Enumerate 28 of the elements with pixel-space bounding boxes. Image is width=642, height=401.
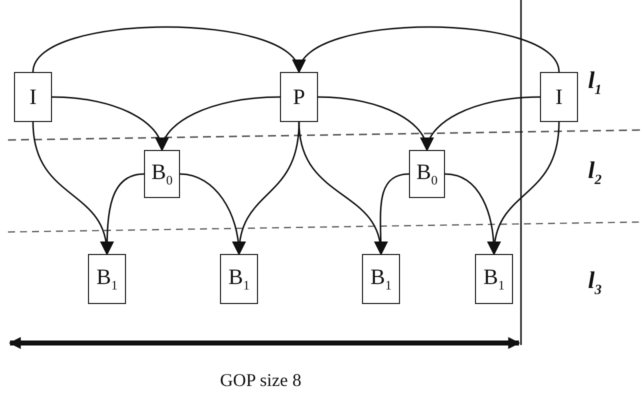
arrow: [156, 96, 280, 152]
arrow: [488, 122, 560, 256]
frame-label: B$_{0}$: [151, 161, 173, 187]
frame-box: [280, 72, 318, 122]
frame-label: B$_{1}$: [96, 266, 118, 292]
frame-box: [409, 150, 445, 198]
frame-box: [540, 72, 578, 122]
arrow: [100, 173, 144, 256]
frame-box: [88, 254, 126, 304]
frame-label: I: [555, 86, 563, 108]
arrow: [233, 122, 300, 256]
frame-box: [14, 72, 52, 122]
frame-box: [362, 254, 400, 304]
arrow: [374, 173, 410, 256]
frame-box: [144, 150, 180, 198]
axis-label: GOP size 8: [220, 370, 302, 391]
frame-label: B$_{1}$: [483, 266, 505, 292]
frame-label: B$_{1}$: [370, 266, 392, 292]
arrow: [422, 96, 540, 152]
frame-label: I: [29, 86, 37, 108]
frame-box: [475, 254, 513, 304]
level-label: l$_{3}$: [588, 268, 602, 299]
level-label: l$_{2}$: [588, 158, 602, 189]
frame-label: B$_{1}$: [228, 266, 250, 292]
frame-box: [220, 254, 258, 304]
frame-label: P: [292, 86, 306, 108]
frame-label: B$_{0}$: [416, 161, 438, 187]
level-label: l$_{1}$: [588, 68, 602, 99]
